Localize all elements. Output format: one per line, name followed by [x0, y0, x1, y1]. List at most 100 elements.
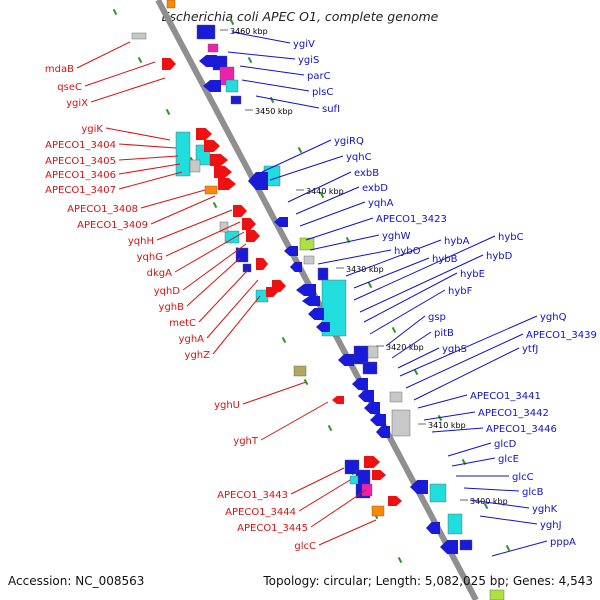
gene-label-APECO1_3409[interactable]: APECO1_3409	[77, 220, 148, 231]
feature-arrow-3444	[372, 470, 386, 480]
gene-label-yqhG[interactable]: yqhG	[137, 252, 163, 263]
gene-label-hybD[interactable]: hybD	[486, 251, 513, 262]
gene-label-APECO1_3423[interactable]: APECO1_3423	[376, 214, 447, 225]
gene-label-yghZ[interactable]: yghZ	[185, 350, 211, 361]
feature-box-ygiV	[196, 24, 216, 40]
gene-label-glcD[interactable]: glcD	[494, 439, 517, 450]
gene-label-yqhC[interactable]: yqhC	[346, 152, 372, 163]
feature-box-pppA	[489, 589, 505, 600]
gene-label-APECO1_3446[interactable]: APECO1_3446	[486, 424, 557, 435]
feature-dot	[112, 8, 118, 16]
label-leader-line	[299, 201, 366, 227]
gene-label-APECO1_3404[interactable]: APECO1_3404	[45, 140, 116, 151]
label-leader-line	[391, 331, 432, 359]
gene-label-APECO1_3407[interactable]: APECO1_3407	[45, 185, 116, 196]
gene-label-yghB[interactable]: yghB	[159, 302, 185, 313]
feature-arrow-glcE	[410, 480, 428, 494]
feature-dot	[137, 56, 143, 64]
gene-label-ygiRQ[interactable]: ygiRQ	[334, 136, 364, 147]
gene-label-APECO1_3445[interactable]: APECO1_3445	[237, 523, 308, 534]
gene-label-parC[interactable]: parC	[307, 71, 331, 82]
feature-arrow-3405	[204, 140, 220, 152]
feature-arrow-3409	[218, 178, 236, 190]
gene-label-APECO1_3442[interactable]: APECO1_3442	[478, 408, 549, 419]
gene-label-mdaB[interactable]: mdaB	[45, 64, 74, 75]
gene-label-ygiS[interactable]: ygiS	[298, 55, 319, 66]
label-leader-line	[423, 411, 476, 421]
gene-label-yghS[interactable]: yghS	[442, 344, 467, 355]
gene-label-yqhA[interactable]: yqhA	[368, 198, 394, 209]
gene-label-ygiK[interactable]: ygiK	[81, 124, 103, 135]
gene-label-yghW[interactable]: yghW	[382, 231, 411, 242]
gene-label-APECO1_3405[interactable]: APECO1_3405	[45, 156, 116, 167]
label-leader-line	[417, 394, 468, 409]
gene-label-hybB[interactable]: hybB	[432, 254, 458, 265]
gene-label-hybC[interactable]: hybC	[498, 232, 524, 243]
gene-label-yghK[interactable]: yghK	[532, 504, 558, 515]
feature-box-3444-b	[361, 483, 373, 497]
gene-label-yqhD[interactable]: yqhD	[154, 286, 181, 297]
gene-label-yghA[interactable]: yghA	[179, 334, 205, 345]
gene-label-hybF[interactable]: hybF	[448, 286, 473, 297]
gene-label-glcC[interactable]: glcC	[512, 472, 534, 483]
feature-arrow-3439	[352, 378, 368, 390]
label-leader-line	[363, 272, 458, 323]
gene-label-hybE[interactable]: hybE	[460, 269, 485, 280]
gene-label-exbD[interactable]: exbD	[362, 183, 388, 194]
gene-label-glcB[interactable]: glcB	[522, 487, 544, 498]
label-leader-line	[310, 489, 367, 528]
gene-label-glcC[interactable]: glcC	[294, 541, 316, 552]
label-leader-line	[231, 31, 291, 44]
gene-label-metC[interactable]: metC	[169, 318, 196, 329]
feature-box-plsC-b	[225, 79, 239, 93]
feature-box-ygiS	[207, 43, 219, 53]
label-leader-line	[255, 95, 320, 109]
feature-arrow-3407	[214, 166, 232, 178]
gene-label-glcE[interactable]: glcE	[498, 454, 519, 465]
label-leader-line	[269, 155, 344, 181]
gene-label-yghQ[interactable]: yghQ	[540, 312, 567, 323]
label-leader-line	[353, 235, 496, 301]
kbp-tick-label: 3410 kbp	[428, 421, 466, 430]
gene-label-sufI[interactable]: sufI	[322, 104, 340, 115]
gene-label-APECO1_3439[interactable]: APECO1_3439	[526, 330, 597, 341]
feature-arrow-metC	[272, 280, 286, 292]
gene-label-pppA[interactable]: pppA	[550, 537, 576, 548]
gene-label-APECO1_3441[interactable]: APECO1_3441	[470, 391, 541, 402]
gene-label-hybA[interactable]: hybA	[444, 236, 470, 247]
gene-label-ygiX[interactable]: ygiX	[66, 98, 88, 109]
label-leader-line	[118, 155, 179, 161]
gene-label-yghT[interactable]: yghT	[233, 436, 259, 447]
label-leader-line	[206, 279, 259, 339]
gene-label-ytfJ[interactable]: ytfJ	[522, 344, 538, 355]
feature-arrow-yqhH	[233, 205, 247, 217]
gene-label-hybO[interactable]: hybO	[394, 246, 421, 257]
gene-label-yqhH[interactable]: yqhH	[128, 236, 154, 247]
label-leader-line	[227, 51, 296, 60]
gene-label-gsp[interactable]: gsp	[428, 312, 446, 323]
kbp-tick-label: 3420 kbp	[386, 343, 424, 352]
gene-label-dkgA[interactable]: dkgA	[147, 268, 172, 279]
gene-label-plsC[interactable]: plsC	[312, 87, 333, 98]
feature-dot	[297, 146, 303, 154]
gene-label-yghU[interactable]: yghU	[214, 400, 240, 411]
feature-dot	[319, 191, 325, 199]
label-leader-line	[118, 171, 183, 190]
label-leader-line	[318, 519, 377, 546]
label-leader-line	[150, 195, 216, 225]
gene-label-yghJ[interactable]: yghJ	[540, 520, 562, 531]
gene-label-APECO1_3443[interactable]: APECO1_3443	[217, 490, 288, 501]
gene-label-pitB[interactable]: pitB	[434, 328, 454, 339]
feature-arrow-3404	[196, 128, 212, 140]
label-leaders-layer	[76, 31, 548, 557]
gene-label-APECO1_3406[interactable]: APECO1_3406	[45, 170, 116, 181]
label-leader-line	[305, 217, 374, 241]
gene-label-exbB[interactable]: exbB	[354, 168, 379, 179]
gene-label-APECO1_3444[interactable]: APECO1_3444	[225, 507, 296, 518]
feature-box-glcD	[429, 483, 447, 503]
gene-label-APECO1_3408[interactable]: APECO1_3408	[67, 204, 138, 215]
gene-label-ygiV[interactable]: ygiV	[293, 39, 315, 50]
gene-label-qseC[interactable]: qseC	[57, 82, 82, 93]
feature-box-yghS	[362, 361, 378, 375]
